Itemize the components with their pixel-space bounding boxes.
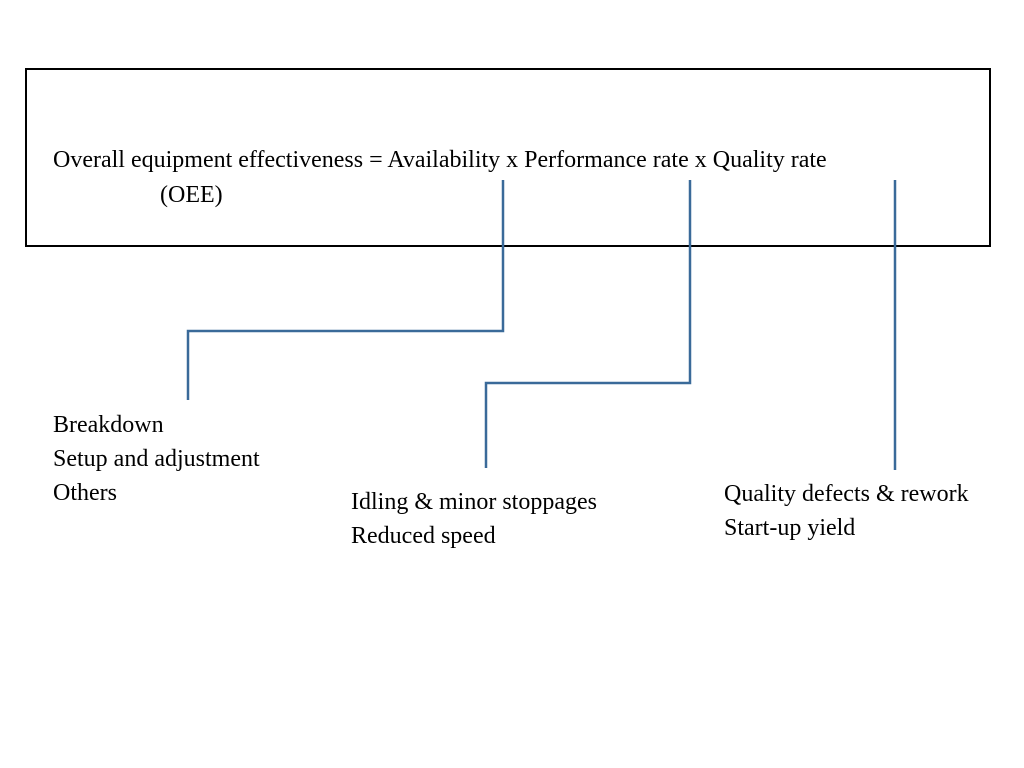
loss-item: Idling & minor stoppages	[351, 489, 597, 515]
availability-connector	[186, 180, 505, 400]
loss-item: Reduced speed	[351, 523, 496, 549]
loss-item: Others	[53, 480, 117, 506]
loss-item: Setup and adjustment	[53, 446, 260, 472]
loss-item: Breakdown	[53, 412, 164, 438]
performance-connector	[484, 180, 692, 468]
loss-item: Quality defects & rework	[724, 481, 969, 507]
oee-formula-equation: Overall equipment effectiveness = Availa…	[53, 147, 827, 173]
oee-abbreviation: (OEE)	[160, 182, 223, 208]
oee-formula-box	[25, 68, 991, 247]
performance-losses: Idling & minor stoppages Reduced speed	[351, 485, 597, 553]
quality-losses: Quality defects & rework Start-up yield	[724, 477, 969, 545]
availability-losses: Breakdown Setup and adjustment Others	[53, 408, 260, 510]
loss-item: Start-up yield	[724, 515, 856, 541]
